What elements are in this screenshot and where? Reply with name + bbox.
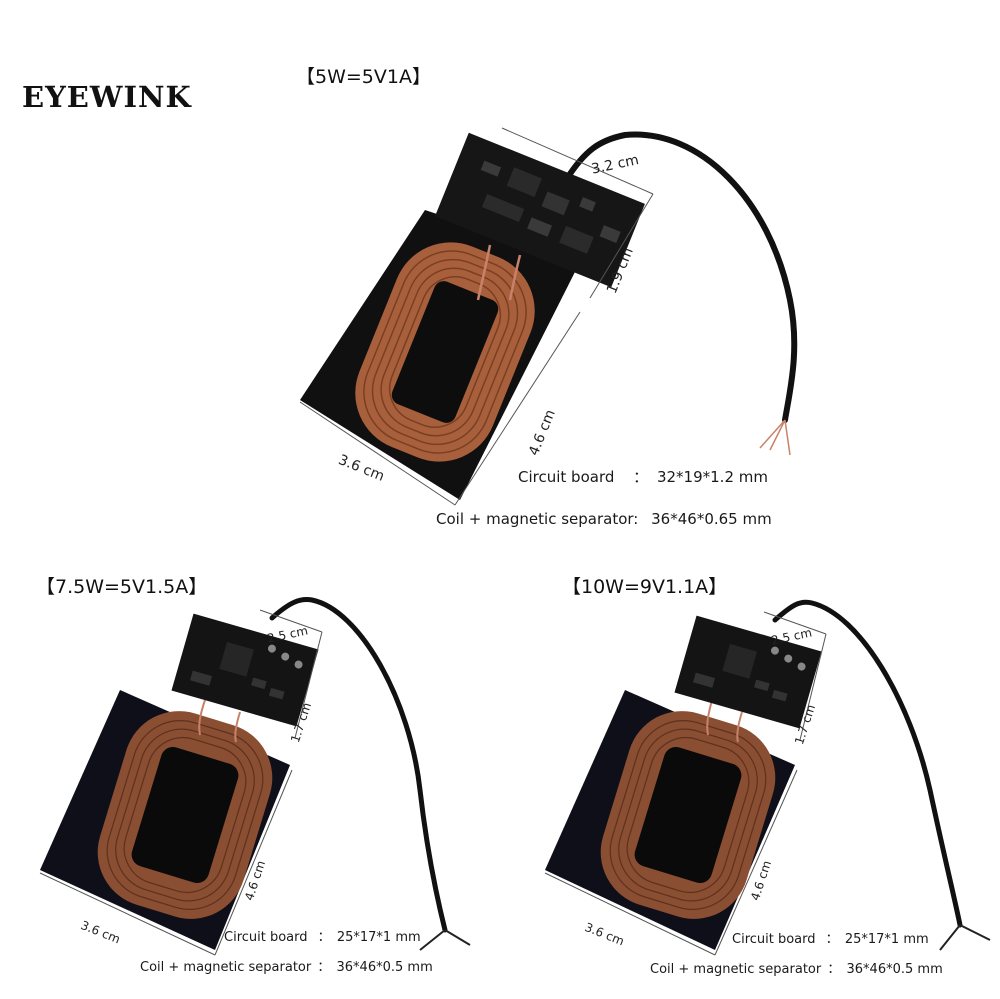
cable-7-5w	[269, 597, 448, 933]
spec-coil-sep-7-5w: ：	[317, 960, 331, 975]
spec-coil-7-5w: Coil + magnetic separator ： 36*46*0.5 mm	[140, 956, 433, 975]
spec-circuit-value-10w: 25*17*1 mm	[844, 932, 929, 947]
spec-coil-5w: Coil + magnetic separator: 36*46*0.65 mm	[436, 510, 772, 528]
brand-logo-text: EYEWINK	[22, 80, 192, 114]
spec-circuit-value-5w: 32*19*1.2 mm	[656, 468, 768, 486]
spec-circuit-sep-10w: ：	[825, 932, 839, 947]
spec-coil-label-5w: Coil + magnetic separator:	[436, 510, 639, 528]
spec-circuit-label-5w: Circuit board	[518, 468, 615, 486]
cable-5w	[563, 131, 798, 423]
spec-coil-sep-10w: ：	[827, 962, 841, 977]
spec-coil-value-7-5w: 36*46*0.5 mm	[336, 960, 433, 975]
spec-coil-10w: Coil + magnetic separator ： 36*46*0.5 mm	[650, 958, 943, 977]
spec-circuit-sep-7-5w: ：	[317, 930, 331, 945]
spec-circuit-7-5w: Circuit board ： 25*17*1 mm	[224, 926, 421, 945]
variant-title-5w: 【5W=5V1A】	[296, 66, 431, 88]
variant-title-10w: 【10W=9V1.1A】	[562, 576, 728, 598]
spec-coil-value-10w: 36*46*0.5 mm	[846, 962, 943, 977]
variant-title-7-5w: 【7.5W=5V1.5A】	[36, 576, 208, 598]
spec-circuit-5w: Circuit board ： 32*19*1.2 mm	[518, 466, 768, 487]
spec-circuit-label-10w: Circuit board	[732, 932, 816, 947]
cable-10w	[772, 599, 963, 928]
spec-coil-value-5w: 36*46*0.65 mm	[651, 510, 772, 528]
spec-coil-label-7-5w: Coil + magnetic separator	[140, 960, 312, 975]
spec-circuit-sep-5w: ：	[633, 468, 649, 486]
spec-circuit-value-7-5w: 25*17*1 mm	[336, 930, 421, 945]
spec-circuit-10w: Circuit board ： 25*17*1 mm	[732, 928, 929, 947]
spec-circuit-label-7-5w: Circuit board	[224, 930, 308, 945]
spec-coil-label-10w: Coil + magnetic separator	[650, 962, 822, 977]
cable-lead-5w	[759, 419, 791, 456]
